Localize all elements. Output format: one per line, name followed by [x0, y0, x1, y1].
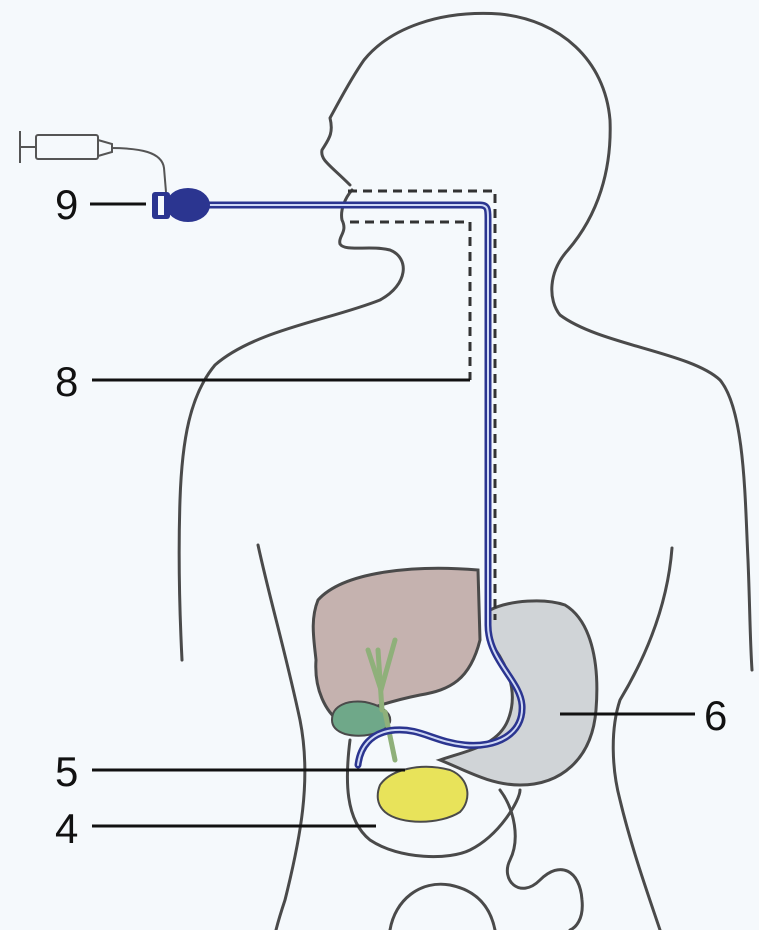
callout-4-label: 4: [55, 805, 78, 852]
organs: [313, 568, 597, 930]
tube-connector-gap: [158, 196, 164, 215]
liver: [313, 568, 480, 722]
tube-bulb: [166, 188, 210, 222]
syringe: [20, 131, 112, 163]
callout-5-label: 5: [55, 748, 78, 795]
intestine-lower: [390, 884, 495, 930]
syringe-line: [110, 148, 166, 192]
callout-9-label: 9: [55, 181, 78, 228]
left-waist-outline: [258, 545, 305, 930]
esophagus-dashed-inner: [350, 222, 470, 380]
right-waist-outline: [613, 548, 672, 930]
callout-8-label: 8: [55, 358, 78, 405]
pancreas: [378, 767, 468, 822]
esophagus-dashed-outline: [348, 191, 495, 620]
callout-6-label: 6: [704, 692, 727, 739]
intestine-loop: [500, 790, 582, 930]
